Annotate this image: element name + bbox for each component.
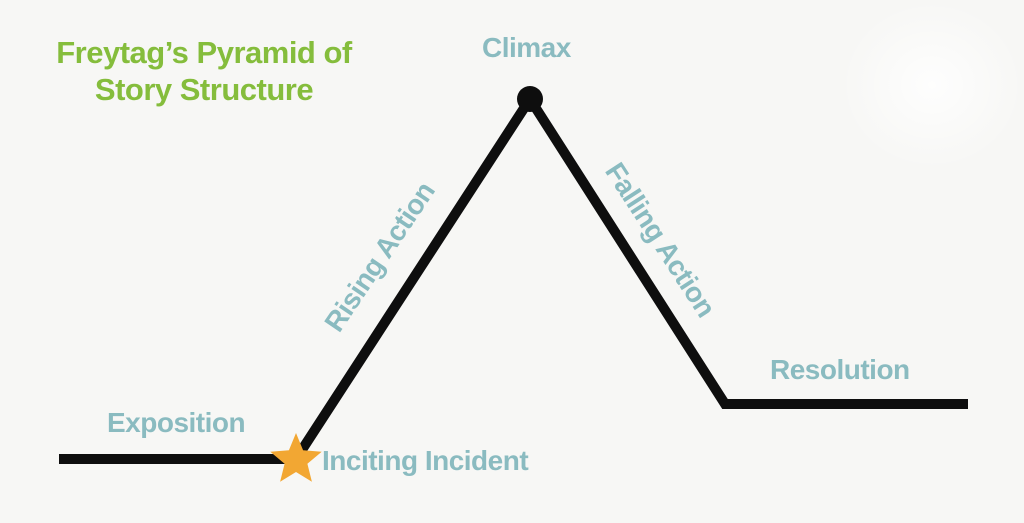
diagram-title: Freytag’s Pyramid of Story Structure xyxy=(36,34,372,108)
story-arc-line xyxy=(59,89,968,464)
diagram-title-line2: Story Structure xyxy=(94,72,314,107)
label-climax: Climax xyxy=(482,32,571,63)
label-inciting-incident: Inciting Incident xyxy=(322,445,529,476)
label-exposition: Exposition xyxy=(107,407,246,438)
diagram-title-line1: Freytag’s Pyramid of xyxy=(56,35,352,70)
inciting-incident-star-icon xyxy=(270,433,322,482)
label-resolution: Resolution xyxy=(770,354,910,385)
climax-dot-icon xyxy=(517,86,543,112)
